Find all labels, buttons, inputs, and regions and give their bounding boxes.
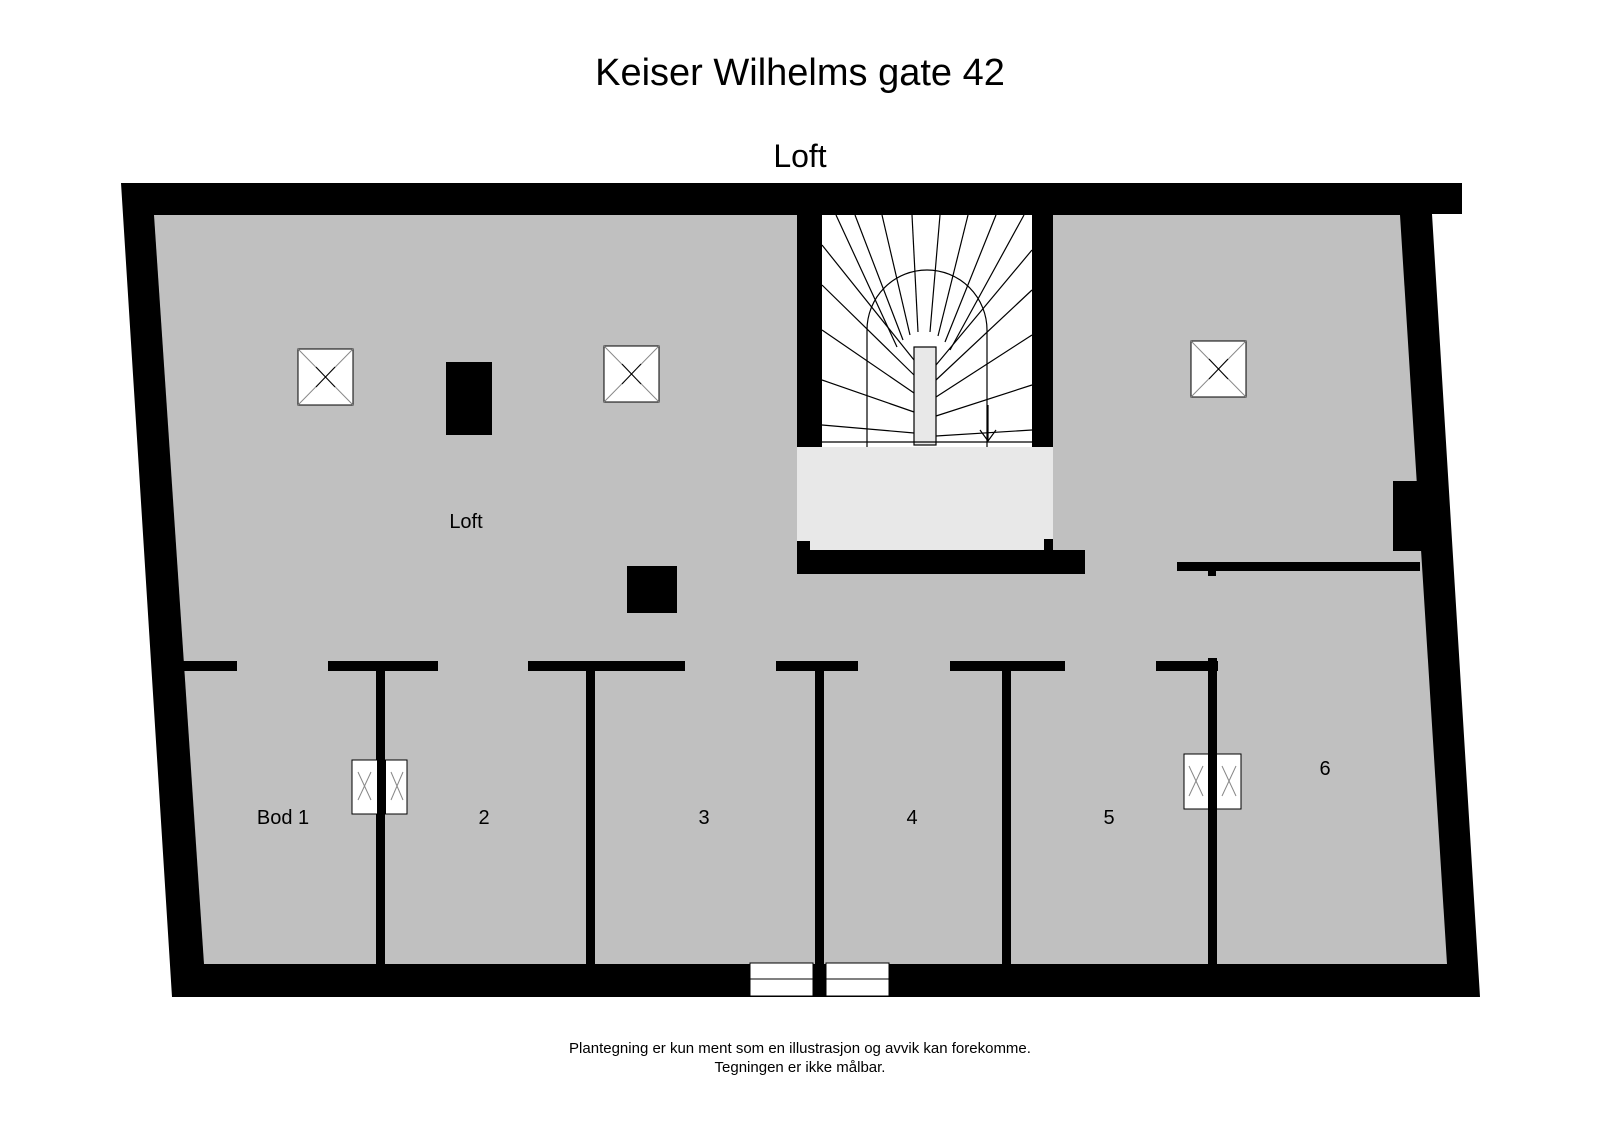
disclaimer-line-1: Plantegning er kun ment som en illustras… <box>569 1040 1031 1057</box>
stairwell <box>797 213 1053 573</box>
disclaimer-line-2: Tegningen er ikke målbar. <box>714 1059 886 1076</box>
skylight-icon <box>297 348 354 406</box>
room-label-bod-1: Bod 1 <box>257 807 309 829</box>
room-label-bod-4: 4 <box>906 807 917 829</box>
room-label-loft: Loft <box>449 511 483 533</box>
room-label-bod-2: 2 <box>478 807 489 829</box>
room-label-bod-5: 5 <box>1103 807 1114 829</box>
stair-direction-arrow-icon <box>979 429 997 443</box>
roof-window-icon <box>1183 753 1242 810</box>
disclaimer: Plantegning er kun ment som en illustras… <box>0 1039 1600 1077</box>
plan-title: Keiser Wilhelms gate 42 <box>595 52 1005 94</box>
chimney-icon <box>446 362 492 435</box>
skylight-icon <box>1190 340 1247 398</box>
roof-window-icon <box>351 759 408 815</box>
skylight-icon <box>603 345 660 403</box>
room-label-bod-6: 6 <box>1319 758 1330 780</box>
entrance-step-icon <box>749 962 890 997</box>
stair-landing <box>810 447 1044 550</box>
chimney-icon <box>627 566 677 613</box>
room-label-bod-3: 3 <box>698 807 709 829</box>
interior-walls <box>183 481 1423 964</box>
floor-title: Loft <box>773 138 827 174</box>
